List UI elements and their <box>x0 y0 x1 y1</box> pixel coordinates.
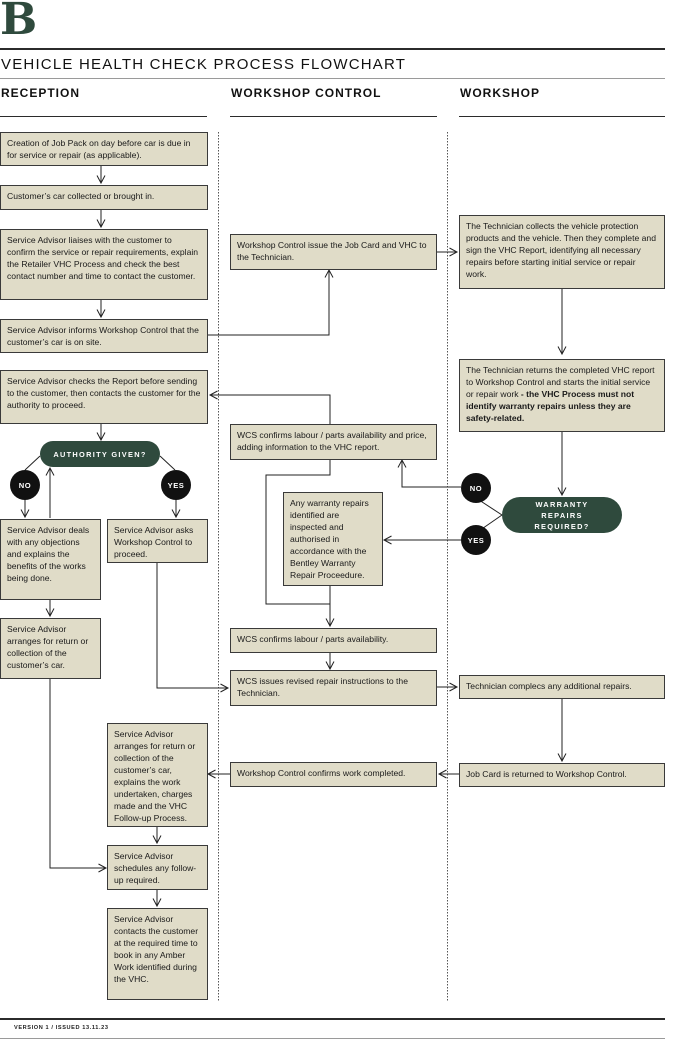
schedule-followup-step: Service Advisor schedules any follow-up … <box>107 845 208 890</box>
warranty-inspected-step: Any warranty repairs identified are insp… <box>283 492 383 586</box>
car-collected-step: Customer’s car collected or brought in. <box>0 185 208 210</box>
top-rule <box>0 48 665 50</box>
arrange-return-step: Service Advisor arranges for return or c… <box>107 723 208 827</box>
title-rule <box>0 78 665 79</box>
job-card-returned-step: Job Card is returned to Workshop Control… <box>459 763 665 787</box>
work-completed-step: Workshop Control confirms work completed… <box>230 762 437 787</box>
column-rule-workshop-control <box>230 116 437 117</box>
bentley-b-logo: B <box>0 0 37 38</box>
inform-workshop-control-step: Service Advisor informs Workshop Control… <box>0 319 208 353</box>
page-title: VEHICLE HEALTH CHECK PROCESS FLOWCHART <box>1 56 407 73</box>
contact-customer-step: Service Advisor contacts the customer at… <box>107 908 208 1000</box>
job-pack-step: Creation of Job Pack on day before car i… <box>0 132 208 166</box>
ask-proceed-step: Service Advisor asks Workshop Control to… <box>107 519 208 563</box>
authority-yes-badge: YES <box>161 470 191 500</box>
column-header-reception: RECEPTION <box>1 86 81 100</box>
footer-rule-bottom <box>0 1038 665 1039</box>
issue-job-card-step: Workshop Control issue the Job Card and … <box>230 234 437 270</box>
column-header-workshop-control: WORKSHOP CONTROL <box>231 86 382 100</box>
technician-returns-step: The Technician returns the completed VHC… <box>459 359 665 432</box>
arrange-return-step-no: Service Advisor arranges for return or c… <box>0 618 101 679</box>
objections-step: Service Advisor deals with any objection… <box>0 519 101 600</box>
warranty-repairs-decision: WARRANTY REPAIRS REQUIRED? <box>502 497 622 533</box>
svg-text:B: B <box>0 0 37 38</box>
technician-collects-step: The Technician collects the vehicle prot… <box>459 215 665 289</box>
authority-given-decision: AUTHORITY GIVEN? <box>40 441 160 467</box>
additional-repairs-step: Technician complecs any additional repai… <box>459 675 665 699</box>
version-footer: VERSION 1 / ISSUED 13.11.23 <box>14 1025 109 1031</box>
column-rule-workshop <box>459 116 665 117</box>
footer-rule-top <box>0 1018 665 1020</box>
wcs-revised-instructions-step: WCS issues revised repair instructions t… <box>230 670 437 706</box>
authority-no-badge: NO <box>10 470 40 500</box>
wcs-confirms-price-step: WCS confirms labour / parts availability… <box>230 424 437 460</box>
technician-returns-text: The Technician returns the completed VHC… <box>466 365 655 399</box>
liaise-customer-step: Service Advisor liaises with the custome… <box>0 229 208 300</box>
check-report-step: Service Advisor checks the Report before… <box>0 370 208 424</box>
warranty-no-badge: NO <box>461 473 491 503</box>
wcs-confirms-step: WCS confirms labour / parts availability… <box>230 628 437 653</box>
warranty-yes-badge: YES <box>461 525 491 555</box>
column-header-workshop: WORKSHOP <box>460 86 540 100</box>
column-rule-reception <box>0 116 207 117</box>
technician-returns-warning: - the VHC Process must not identify warr… <box>466 389 635 423</box>
